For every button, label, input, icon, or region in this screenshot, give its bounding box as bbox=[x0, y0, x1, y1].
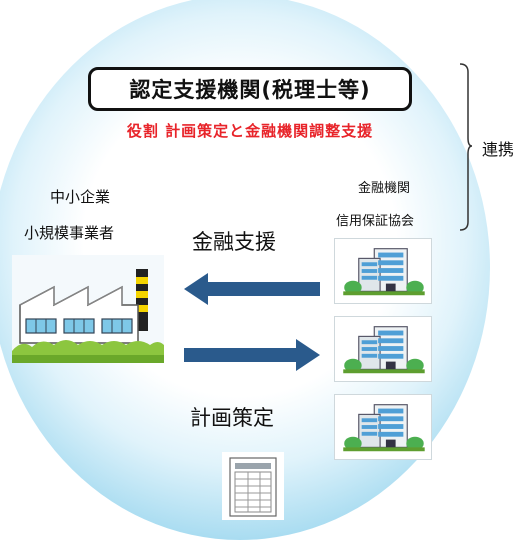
arrow-right-icon bbox=[184, 339, 320, 371]
financial-support-label: 金融支援 bbox=[192, 230, 276, 254]
sme-label-line2: 小規模事業者 bbox=[24, 224, 115, 242]
factory-icon bbox=[12, 255, 164, 363]
office-building-icon bbox=[343, 404, 425, 452]
support-organization-name: 認定支援機関(税理士等) bbox=[129, 78, 371, 102]
support-organization-box: 認定支援機関(税理士等) bbox=[88, 67, 412, 111]
financial-institution-label-line2: 信用保証協会 bbox=[336, 214, 415, 229]
financial-institution-building-1 bbox=[334, 238, 432, 304]
financial-institution-building-2 bbox=[334, 316, 432, 382]
office-building-icon bbox=[343, 326, 425, 374]
financial-institution-building-3 bbox=[334, 394, 432, 460]
document-icon bbox=[222, 452, 284, 520]
sme-label-line1: 中小企業 bbox=[50, 188, 111, 206]
cooperation-label: 連携 bbox=[482, 140, 515, 159]
diagram: 認定支援機関(税理士等) 役割 計画策定と金融機関調整支援 連携 中小企業 小規… bbox=[0, 0, 515, 540]
role-description: 役割 計画策定と金融機関調整支援 bbox=[126, 122, 374, 140]
plan-formulation-label: 計画策定 bbox=[190, 406, 274, 430]
arrow-left-icon bbox=[184, 273, 320, 305]
financial-institution-label-line1: 金融機関 bbox=[358, 181, 411, 196]
cooperation-bracket bbox=[459, 63, 472, 231]
office-building-icon bbox=[343, 248, 425, 296]
